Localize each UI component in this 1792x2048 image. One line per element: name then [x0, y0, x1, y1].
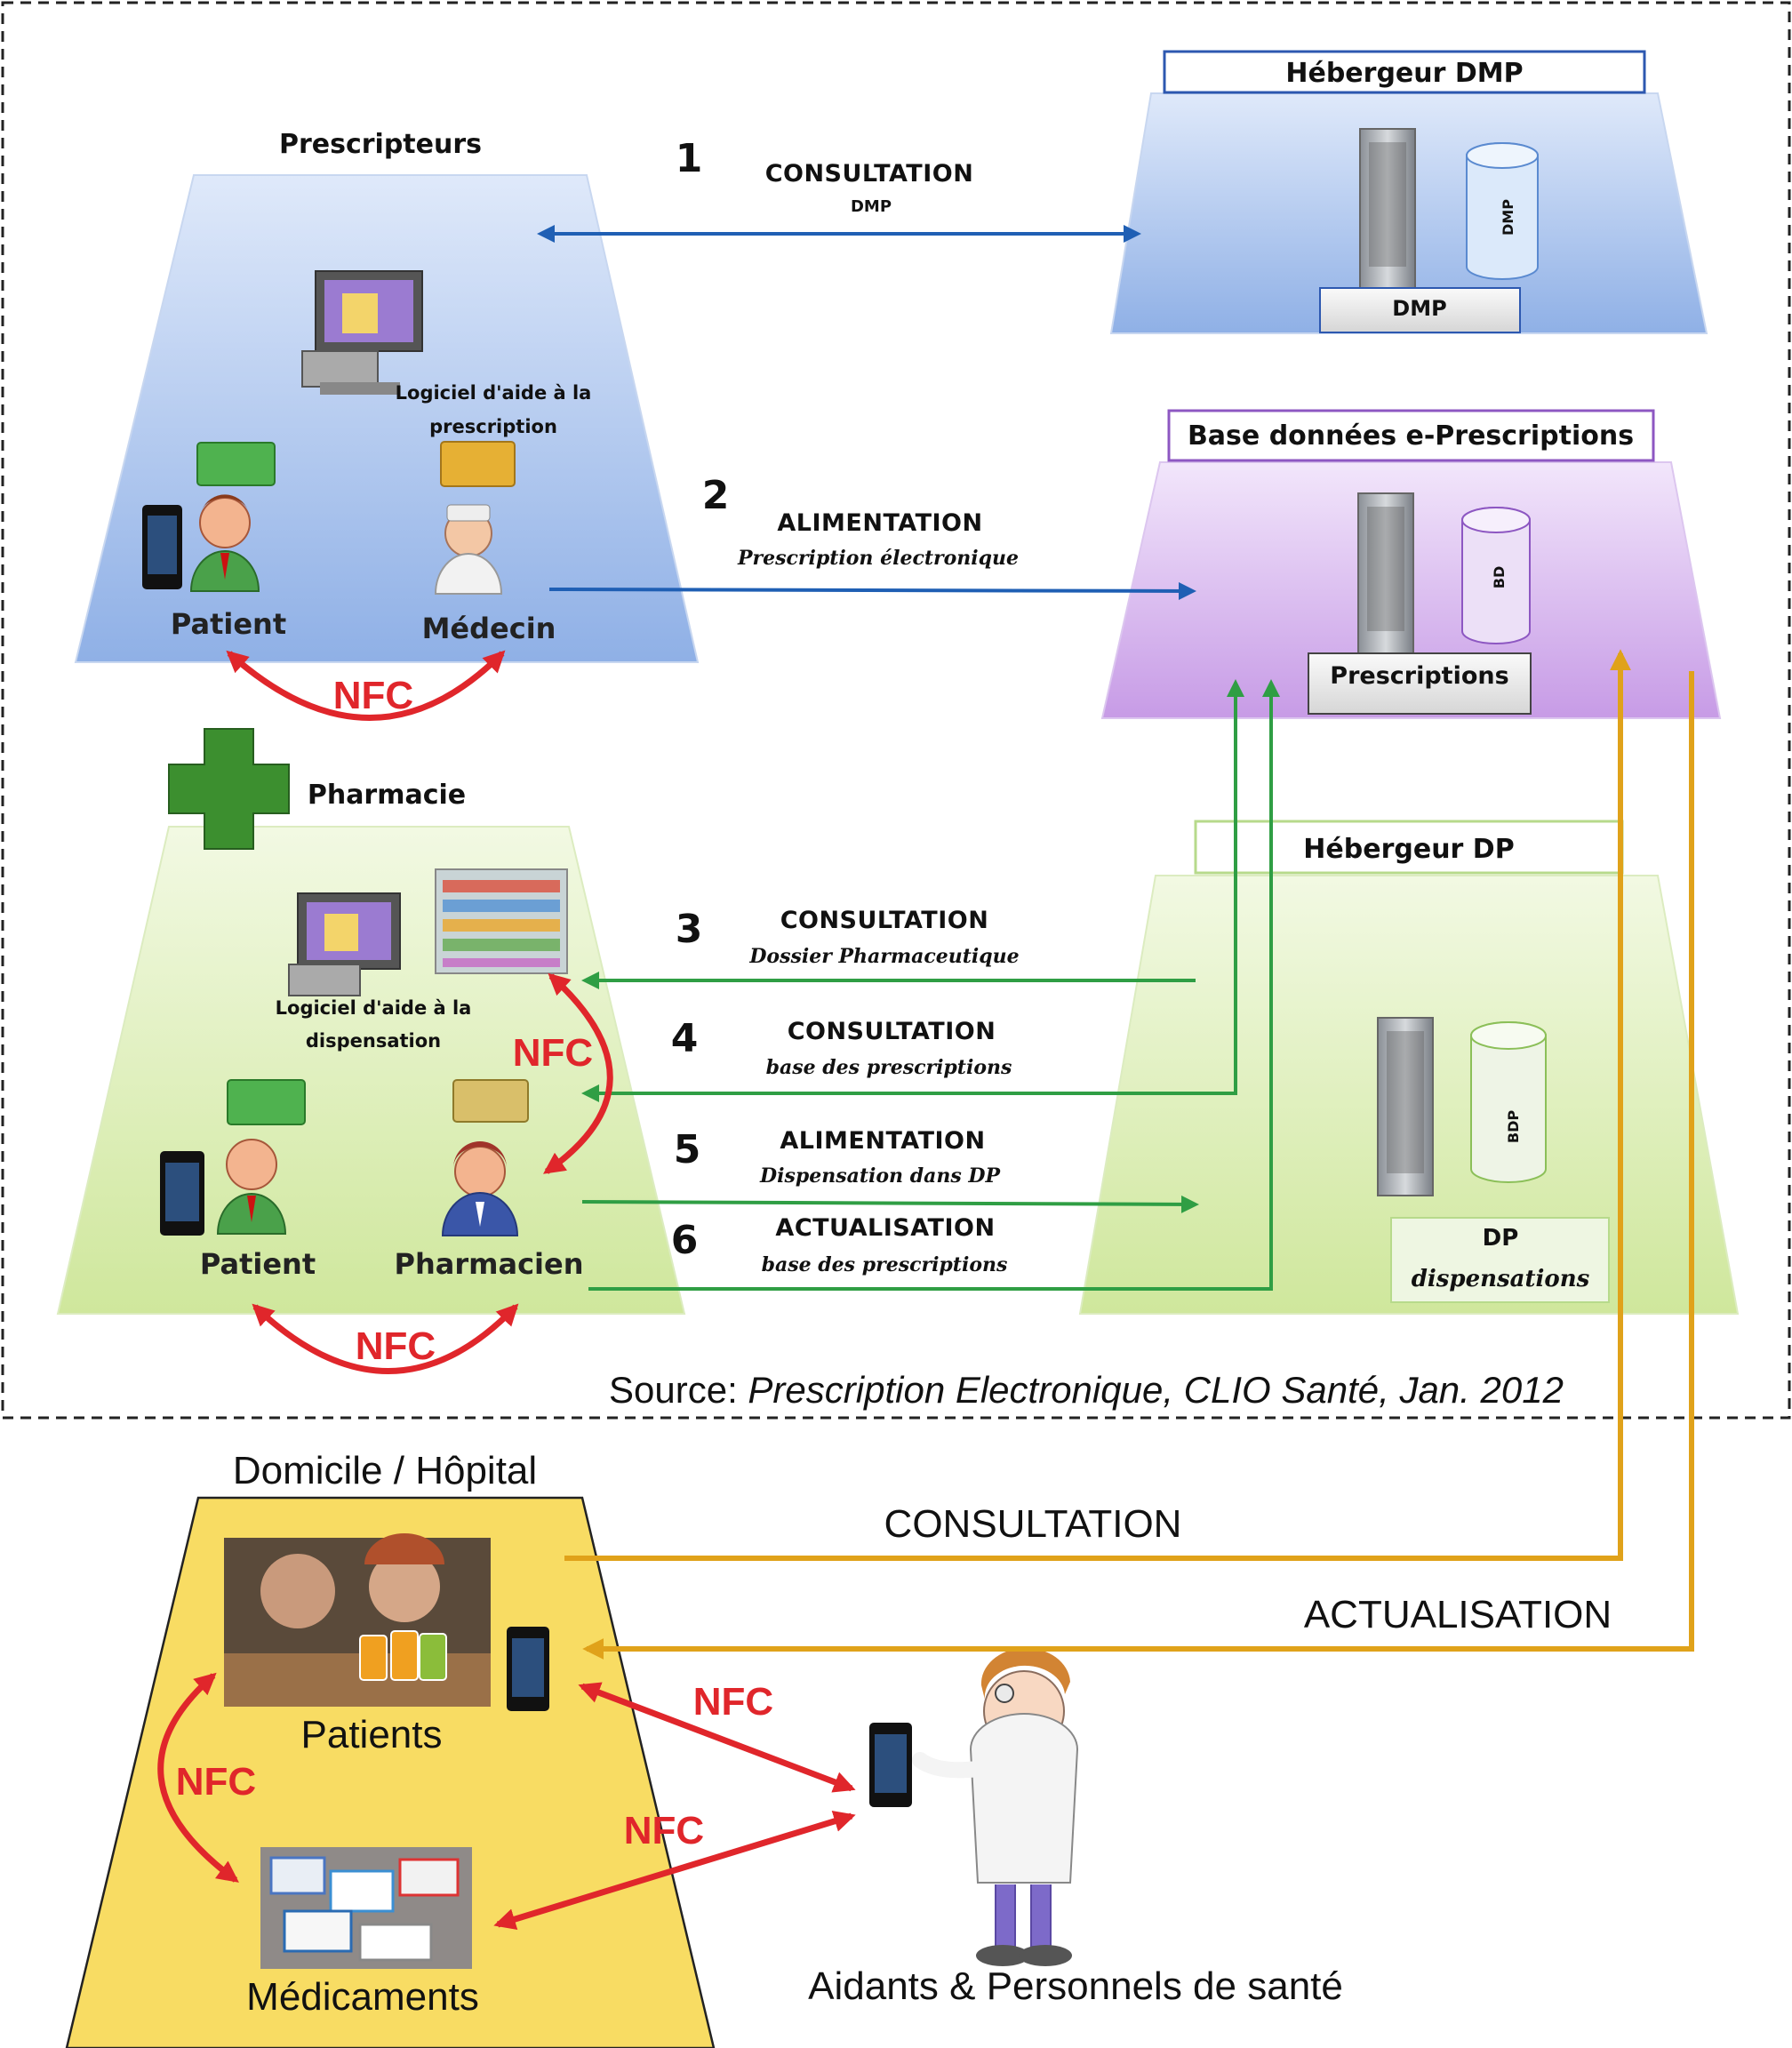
flow-3-label: CONSULTATION: [780, 907, 989, 934]
dispensation-software-line2: dispensation: [305, 1030, 442, 1052]
prescripteurs-nfc-label: NFC: [332, 674, 414, 717]
dmp-db-label: DMP: [1499, 199, 1516, 236]
eprescriptions-db-label: BD: [1491, 565, 1508, 589]
dp-db-label: BDP: [1505, 1109, 1523, 1144]
flow-3-number: 3: [675, 907, 703, 952]
prescription-software-line2: prescription: [429, 416, 557, 437]
prescripteurs-patient-label: Patient: [170, 607, 287, 641]
medicaments-photo: [260, 1847, 472, 1969]
flow-6-arrow: [588, 679, 1280, 1291]
pharmacie-title: Pharmacie: [307, 780, 467, 811]
aidants-medicaments-nfc-arrow: [493, 1811, 856, 1930]
home-consultation-label: CONSULTATION: [884, 1502, 1182, 1546]
flow-3-sub: Dossier Pharmaceutique: [749, 945, 1020, 968]
flow-2-sub: Prescription électronique: [738, 547, 1019, 570]
flow-2-number: 2: [701, 473, 730, 518]
prescription-computer-icon: [301, 270, 423, 395]
dmp-host-title: Hébergeur DMP: [1285, 58, 1524, 89]
dispensation-computer-icon: [288, 892, 401, 996]
flow-4-sub: base des prescriptions: [765, 1056, 1012, 1079]
domicile-title: Domicile / Hôpital: [232, 1449, 538, 1492]
pharmacie-patient-icon: [216, 1139, 287, 1235]
flow-4-number: 4: [670, 1016, 699, 1061]
patient-vitale-card-icon: [196, 442, 276, 486]
dp-host-title: Hébergeur DP: [1303, 834, 1515, 865]
flow-6-label: ACTUALISATION: [775, 1214, 996, 1242]
dmp-server-icon: [1359, 128, 1539, 290]
home-actualisation-label: ACTUALISATION: [1303, 1593, 1612, 1636]
flow-6-sub: base des prescriptions: [761, 1253, 1008, 1276]
aidants-label: Aidants & Personnels de santé: [808, 1964, 1343, 2008]
prescripteurs-title: Prescripteurs: [278, 129, 483, 160]
domicile-nfc-label: NFC: [175, 1760, 257, 1804]
doctor-cps-card-icon: [440, 441, 516, 487]
flow-6-number: 6: [670, 1218, 699, 1263]
flow-4-label: CONSULTATION: [787, 1018, 996, 1045]
doctor-label: Médecin: [421, 612, 556, 645]
doctor-icon: [434, 504, 503, 595]
aidants-nfc-bottom-label: NFC: [623, 1809, 705, 1852]
pharmacie-nfc-label: NFC: [512, 1031, 594, 1075]
dp-box: [1390, 1217, 1610, 1303]
pharmacy-shelves-photo: [435, 868, 568, 974]
dispensation-software-line1: Logiciel d'aide à la: [275, 997, 472, 1019]
dmp-box-label: DMP: [1392, 296, 1447, 321]
pharmacie-patient-card-icon: [227, 1079, 306, 1125]
pharmacist-icon: [441, 1141, 519, 1236]
prescriptions-box: [1308, 652, 1532, 715]
prescriptions-box-label: Prescriptions: [1330, 662, 1509, 690]
prescripteurs-patient-icon: [189, 494, 260, 592]
health-worker-icon: [912, 1647, 1079, 1966]
pharmacie-patient-label: Patient: [199, 1247, 316, 1281]
domicile-nfc-arrow: [157, 1672, 239, 1883]
dmp-box: [1319, 287, 1521, 333]
home-actualisation-arrow: [582, 671, 1694, 1660]
home-consultation-arrow: [564, 649, 1631, 1561]
source-prefix: Source:: [609, 1369, 748, 1411]
pharmacie-patient-phone-icon: [160, 1151, 204, 1236]
pharmacie-bottom-nfc-arrow: [252, 1303, 519, 1374]
aidants-phone-icon: [869, 1723, 912, 1807]
aidants-patients-nfc-arrow: [578, 1682, 856, 1793]
eprescriptions-title: Base données e-Prescriptions: [1187, 420, 1635, 452]
flow-5-sub: Dispensation dans DP: [760, 1164, 1000, 1188]
pharmacist-label: Pharmacien: [394, 1247, 584, 1281]
flow-2-arrow: [548, 581, 1196, 600]
flow-1-label: CONSULTATION: [764, 160, 974, 188]
flow-5-number: 5: [673, 1127, 701, 1172]
eprescriptions-server-icon: [1357, 492, 1531, 654]
pharmacy-cross-icon: [168, 728, 290, 850]
domicile-phone-icon: [507, 1627, 549, 1711]
patients-photo: [224, 1533, 491, 1707]
pharmacie-nfc-arrow: [542, 972, 613, 1174]
pharmacie-bottom-nfc-label: NFC: [355, 1324, 436, 1368]
prescription-software-line1: Logiciel d'aide à la: [395, 382, 592, 404]
dmp-host-header: [1163, 50, 1646, 94]
flow-5-label: ALIMENTATION: [780, 1127, 986, 1155]
eprescriptions-header: [1167, 409, 1655, 462]
aidants-nfc-top-label: NFC: [692, 1680, 774, 1724]
patients-label: Patients: [300, 1713, 443, 1756]
flow-1-number: 1: [675, 136, 703, 181]
medicaments-label: Médicaments: [246, 1975, 479, 2019]
flow-4-arrow: [581, 679, 1244, 1102]
source-caption: Source: Prescription Electronique, CLIO …: [609, 1369, 1564, 1412]
dp-server-icon: [1377, 1017, 1547, 1196]
flow-1-sub: DMP: [850, 197, 892, 216]
source-dashed-frame: [1, 1, 1791, 1420]
dp-box-line1: DP: [1482, 1225, 1519, 1252]
flow-5-arrow: [581, 1195, 1199, 1213]
pharmacist-cps-card-icon: [452, 1079, 529, 1123]
source-citation: Prescription Electronique, CLIO Santé, J…: [748, 1369, 1564, 1411]
flow-2-label: ALIMENTATION: [777, 509, 983, 537]
prescripteurs-patient-phone-icon: [142, 505, 182, 589]
dp-box-line2: dispensations: [1411, 1266, 1590, 1292]
prescripteurs-nfc-arrow: [226, 650, 506, 721]
